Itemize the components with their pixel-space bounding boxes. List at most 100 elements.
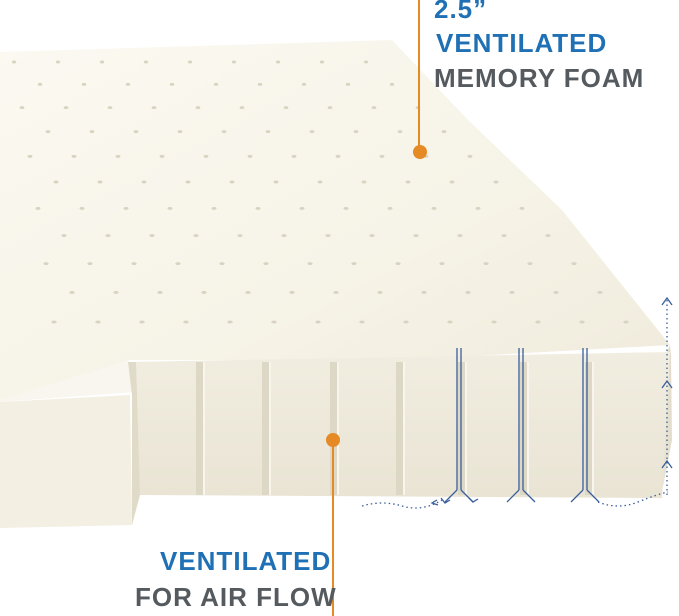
ventilation-hole bbox=[167, 206, 173, 210]
ventilation-hole bbox=[11, 60, 17, 64]
ventilation-hole bbox=[185, 180, 191, 184]
ventilation-hole bbox=[535, 320, 541, 324]
ventilation-hole bbox=[359, 320, 365, 324]
thickness-label: 2.5” bbox=[434, 0, 488, 24]
material-label: MEMORY FOAM bbox=[434, 63, 645, 93]
ventilation-hole bbox=[441, 130, 447, 134]
airflow-arrow-head bbox=[440, 497, 479, 504]
ventilation-hole bbox=[195, 106, 201, 110]
callout-dot bbox=[413, 145, 427, 159]
ventilation-hole bbox=[247, 154, 253, 158]
ventilation-hole bbox=[579, 320, 585, 324]
ventilation-hole bbox=[371, 106, 377, 110]
ventilation-channel bbox=[458, 362, 466, 495]
ventilation-hole bbox=[281, 234, 287, 238]
ventilation-hole bbox=[157, 290, 163, 294]
ventilation-hole bbox=[19, 106, 25, 110]
ventilation-hole bbox=[483, 262, 489, 266]
ventilation-hole bbox=[159, 154, 165, 158]
ventilation-hole bbox=[107, 106, 113, 110]
ventilation-hole bbox=[63, 106, 69, 110]
ventilation-hole bbox=[501, 234, 507, 238]
airflow-arrow bbox=[456, 348, 462, 490]
ventilation-hole bbox=[99, 60, 105, 64]
ventilation-hole bbox=[335, 154, 341, 158]
ventilation-hole bbox=[449, 180, 455, 184]
ventilation-channel bbox=[396, 362, 404, 495]
ventilation-hole bbox=[123, 206, 129, 210]
ventilation-channel bbox=[262, 362, 270, 495]
ventilation-hole bbox=[457, 234, 463, 238]
ventilation-hole bbox=[255, 206, 261, 210]
ventilation-hole bbox=[149, 234, 155, 238]
ventilation-hole bbox=[213, 82, 219, 86]
bottom-feature-label: VENTILATED bbox=[160, 546, 332, 576]
ventilation-channel bbox=[585, 362, 593, 495]
ventilation-hole bbox=[69, 290, 75, 294]
ventilation-hole bbox=[283, 106, 289, 110]
ventilation-hole bbox=[175, 262, 181, 266]
ventilation-hole bbox=[439, 262, 445, 266]
ventilation-hole bbox=[597, 290, 603, 294]
ventilation-hole bbox=[361, 180, 367, 184]
ventilation-hole bbox=[139, 320, 145, 324]
ventilation-hole bbox=[53, 180, 59, 184]
ventilation-hole bbox=[333, 290, 339, 294]
ventilation-hole bbox=[327, 106, 333, 110]
foam-left-top-edge bbox=[0, 360, 134, 402]
airflow-arrow bbox=[582, 348, 588, 490]
ventilation-hole bbox=[133, 130, 139, 134]
ventilation-hole bbox=[299, 206, 305, 210]
ventilation-hole bbox=[211, 206, 217, 210]
ventilation-hole bbox=[527, 262, 533, 266]
ventilation-hole bbox=[201, 290, 207, 294]
ventilation-channel bbox=[520, 362, 528, 495]
ventilation-hole bbox=[169, 82, 175, 86]
ventilation-hole bbox=[395, 262, 401, 266]
ventilation-hole bbox=[263, 262, 269, 266]
ventilation-hole bbox=[221, 130, 227, 134]
ventilation-hole bbox=[45, 130, 51, 134]
ventilation-hole bbox=[193, 234, 199, 238]
ventilation-holes bbox=[11, 60, 629, 324]
ventilation-hole bbox=[275, 60, 281, 64]
ventilation-hole bbox=[325, 234, 331, 238]
ventilation-hole bbox=[315, 320, 321, 324]
ventilation-hole bbox=[519, 206, 525, 210]
ventilation-hole bbox=[95, 320, 101, 324]
airflow-arrow bbox=[570, 489, 600, 503]
ventilation-hole bbox=[105, 234, 111, 238]
ventilation-hole bbox=[227, 320, 233, 324]
ventilation-hole bbox=[403, 320, 409, 324]
ventilation-hole bbox=[55, 60, 61, 64]
ventilation-hole bbox=[491, 320, 497, 324]
ventilation-hole bbox=[545, 234, 551, 238]
ventilation-hole bbox=[273, 180, 279, 184]
ventilation-hole bbox=[301, 82, 307, 86]
ventilation-hole bbox=[187, 60, 193, 64]
ventilation-hole bbox=[421, 290, 427, 294]
ventilation-channels bbox=[196, 362, 594, 495]
ventilation-hole bbox=[309, 130, 315, 134]
ventilation-hole bbox=[27, 154, 33, 158]
ventilation-hole bbox=[115, 154, 121, 158]
ventilation-hole bbox=[553, 290, 559, 294]
ventilation-hole bbox=[71, 154, 77, 158]
ventilation-hole bbox=[79, 206, 85, 210]
ventilation-hole bbox=[465, 290, 471, 294]
ventilation-hole bbox=[379, 154, 385, 158]
ventilation-hole bbox=[125, 82, 131, 86]
callout-dot bbox=[326, 433, 340, 447]
airflow-arrows bbox=[440, 348, 600, 504]
ventilation-hole bbox=[369, 234, 375, 238]
ventilation-hole bbox=[89, 130, 95, 134]
ventilation-hole bbox=[265, 130, 271, 134]
ventilation-hole bbox=[289, 290, 295, 294]
airflow-arrow bbox=[506, 489, 536, 503]
ventilation-hole bbox=[343, 206, 349, 210]
ventilation-hole bbox=[97, 180, 103, 184]
ventilation-hole bbox=[345, 82, 351, 86]
ventilation-hole bbox=[81, 82, 87, 86]
ventilation-hole bbox=[257, 82, 263, 86]
